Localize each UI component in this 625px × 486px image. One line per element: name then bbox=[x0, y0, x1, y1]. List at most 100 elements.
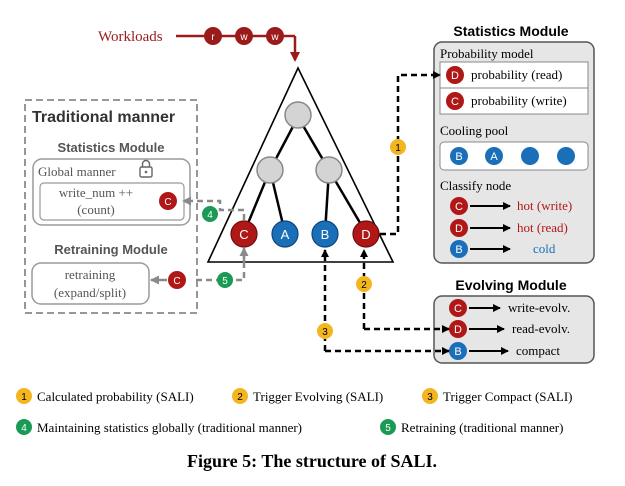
marker-2: 2 bbox=[356, 276, 372, 292]
leaf-node-b: B bbox=[311, 220, 339, 248]
workloads: Workloads r w w bbox=[98, 27, 300, 62]
svg-text:Trigger Evolving (SALI): Trigger Evolving (SALI) bbox=[253, 389, 383, 404]
evolving-title: Evolving Module bbox=[455, 277, 566, 293]
leaf-node-c: C bbox=[230, 220, 258, 248]
workload-op-w: w bbox=[235, 27, 253, 45]
svg-text:3: 3 bbox=[427, 392, 433, 403]
svg-text:r: r bbox=[211, 32, 215, 43]
evolving-row-b: B compact bbox=[449, 342, 560, 360]
svg-text:2: 2 bbox=[361, 280, 367, 291]
svg-text:4: 4 bbox=[21, 423, 27, 434]
svg-text:B: B bbox=[455, 244, 462, 256]
svg-text:B: B bbox=[454, 346, 461, 358]
figure-caption: Figure 5: The structure of SALI. bbox=[187, 451, 437, 471]
tree-inner-node bbox=[256, 156, 284, 184]
path-1: 1 bbox=[380, 71, 441, 236]
svg-text:D: D bbox=[361, 227, 370, 242]
tree-root-node bbox=[284, 101, 312, 129]
expand-split-label: (expand/split) bbox=[54, 285, 126, 300]
path-3: 3 bbox=[317, 249, 450, 355]
legend: 1 Calculated probability (SALI) 2 Trigge… bbox=[16, 388, 573, 435]
legend-item-2: 2 Trigger Evolving (SALI) bbox=[232, 388, 383, 404]
workloads-label: Workloads bbox=[98, 29, 163, 45]
svg-text:2: 2 bbox=[237, 392, 243, 403]
statistics-title: Statistics Module bbox=[453, 23, 568, 39]
svg-text:C: C bbox=[455, 201, 463, 213]
marker-5: 5 bbox=[217, 272, 233, 288]
svg-text:probability (write): probability (write) bbox=[471, 93, 567, 108]
legend-item-1: 1 Calculated probability (SALI) bbox=[16, 388, 194, 404]
svg-text:A: A bbox=[281, 227, 290, 242]
workload-op-w: w bbox=[266, 27, 284, 45]
retraining-box bbox=[31, 262, 150, 305]
leaf-node-a: A bbox=[271, 220, 299, 248]
global-manner-label: Global manner bbox=[38, 164, 116, 179]
svg-text:5: 5 bbox=[385, 423, 391, 434]
evolving-module-panel: Evolving Module C write-evolv. D read-ev… bbox=[433, 277, 595, 364]
classify-row-c: C hot (write) bbox=[450, 197, 572, 215]
cooling-node-b: B bbox=[450, 147, 468, 165]
cooling-node bbox=[521, 147, 539, 165]
classify-row-d: D hot (read) bbox=[450, 219, 568, 237]
tree-triangle bbox=[206, 66, 395, 263]
cooling-node bbox=[557, 147, 575, 165]
traditional-stats-title: Statistics Module bbox=[58, 140, 165, 155]
marker-3: 3 bbox=[317, 323, 333, 339]
svg-text:write-evolv.: write-evolv. bbox=[508, 300, 570, 315]
traditional-title: Traditional manner bbox=[32, 109, 175, 126]
index-tree: C A B D bbox=[206, 66, 395, 263]
retraining-node-c: C bbox=[168, 271, 186, 289]
svg-text:Retraining (traditional manner: Retraining (traditional manner) bbox=[401, 420, 563, 435]
svg-text:C: C bbox=[239, 227, 248, 242]
probability-model-title: Probability model bbox=[440, 46, 534, 61]
svg-text:B: B bbox=[455, 151, 462, 163]
statistics-module-panel: Statistics Module Probability model D pr… bbox=[433, 23, 595, 264]
svg-text:1: 1 bbox=[21, 392, 27, 403]
prob-row-c: C probability (write) bbox=[446, 92, 567, 110]
svg-text:D: D bbox=[455, 223, 463, 235]
retraining-label: retraining bbox=[65, 267, 116, 282]
classify-node-title: Classify node bbox=[440, 178, 511, 193]
legend-item-5: 5 Retraining (traditional manner) bbox=[380, 419, 563, 435]
traditional-node-c: C bbox=[159, 192, 177, 210]
marker-4: 4 bbox=[202, 206, 218, 222]
svg-text:C: C bbox=[173, 276, 180, 287]
svg-text:1: 1 bbox=[395, 143, 401, 154]
classify-row-b: B cold bbox=[450, 240, 556, 258]
svg-text:3: 3 bbox=[322, 327, 328, 338]
svg-text:D: D bbox=[451, 70, 459, 82]
svg-text:read-evolv.: read-evolv. bbox=[512, 321, 570, 336]
svg-text:Trigger Compact (SALI): Trigger Compact (SALI) bbox=[443, 389, 573, 404]
lock-icon bbox=[139, 159, 153, 178]
svg-text:5: 5 bbox=[222, 276, 228, 287]
prob-row-d: D probability (read) bbox=[446, 66, 562, 84]
tree-inner-node bbox=[315, 156, 343, 184]
svg-text:w: w bbox=[270, 32, 279, 43]
traditional-retraining-title: Retraining Module bbox=[54, 242, 167, 257]
legend-item-3: 3 Trigger Compact (SALI) bbox=[422, 388, 573, 404]
svg-text:w: w bbox=[239, 32, 248, 43]
svg-text:C: C bbox=[164, 197, 171, 208]
traditional-manner-panel: Traditional manner Statistics Module Glo… bbox=[24, 99, 198, 314]
evolving-row-c: C write-evolv. bbox=[449, 299, 570, 317]
svg-text:probability (read): probability (read) bbox=[471, 67, 562, 82]
svg-text:Calculated probability (SALI): Calculated probability (SALI) bbox=[37, 389, 194, 404]
marker-1: 1 bbox=[390, 139, 406, 155]
svg-text:hot (read): hot (read) bbox=[517, 220, 568, 235]
svg-text:D: D bbox=[454, 324, 462, 336]
leaf-node-d: D bbox=[352, 220, 380, 248]
svg-text:4: 4 bbox=[207, 210, 213, 221]
svg-text:C: C bbox=[454, 303, 462, 315]
cooling-node-a: A bbox=[485, 147, 503, 165]
evolving-row-d: D read-evolv. bbox=[449, 320, 570, 338]
legend-item-4: 4 Maintaining statistics globally (tradi… bbox=[16, 419, 302, 435]
path-5: C 5 bbox=[150, 247, 249, 289]
svg-text:A: A bbox=[490, 151, 498, 163]
path-4: 4 bbox=[182, 196, 246, 222]
svg-text:cold: cold bbox=[533, 241, 556, 256]
cooling-pool-title: Cooling pool bbox=[440, 123, 509, 138]
svg-text:compact: compact bbox=[516, 343, 560, 358]
svg-text:hot (write): hot (write) bbox=[517, 198, 572, 213]
write-num-label: write_num ++ bbox=[59, 185, 133, 200]
